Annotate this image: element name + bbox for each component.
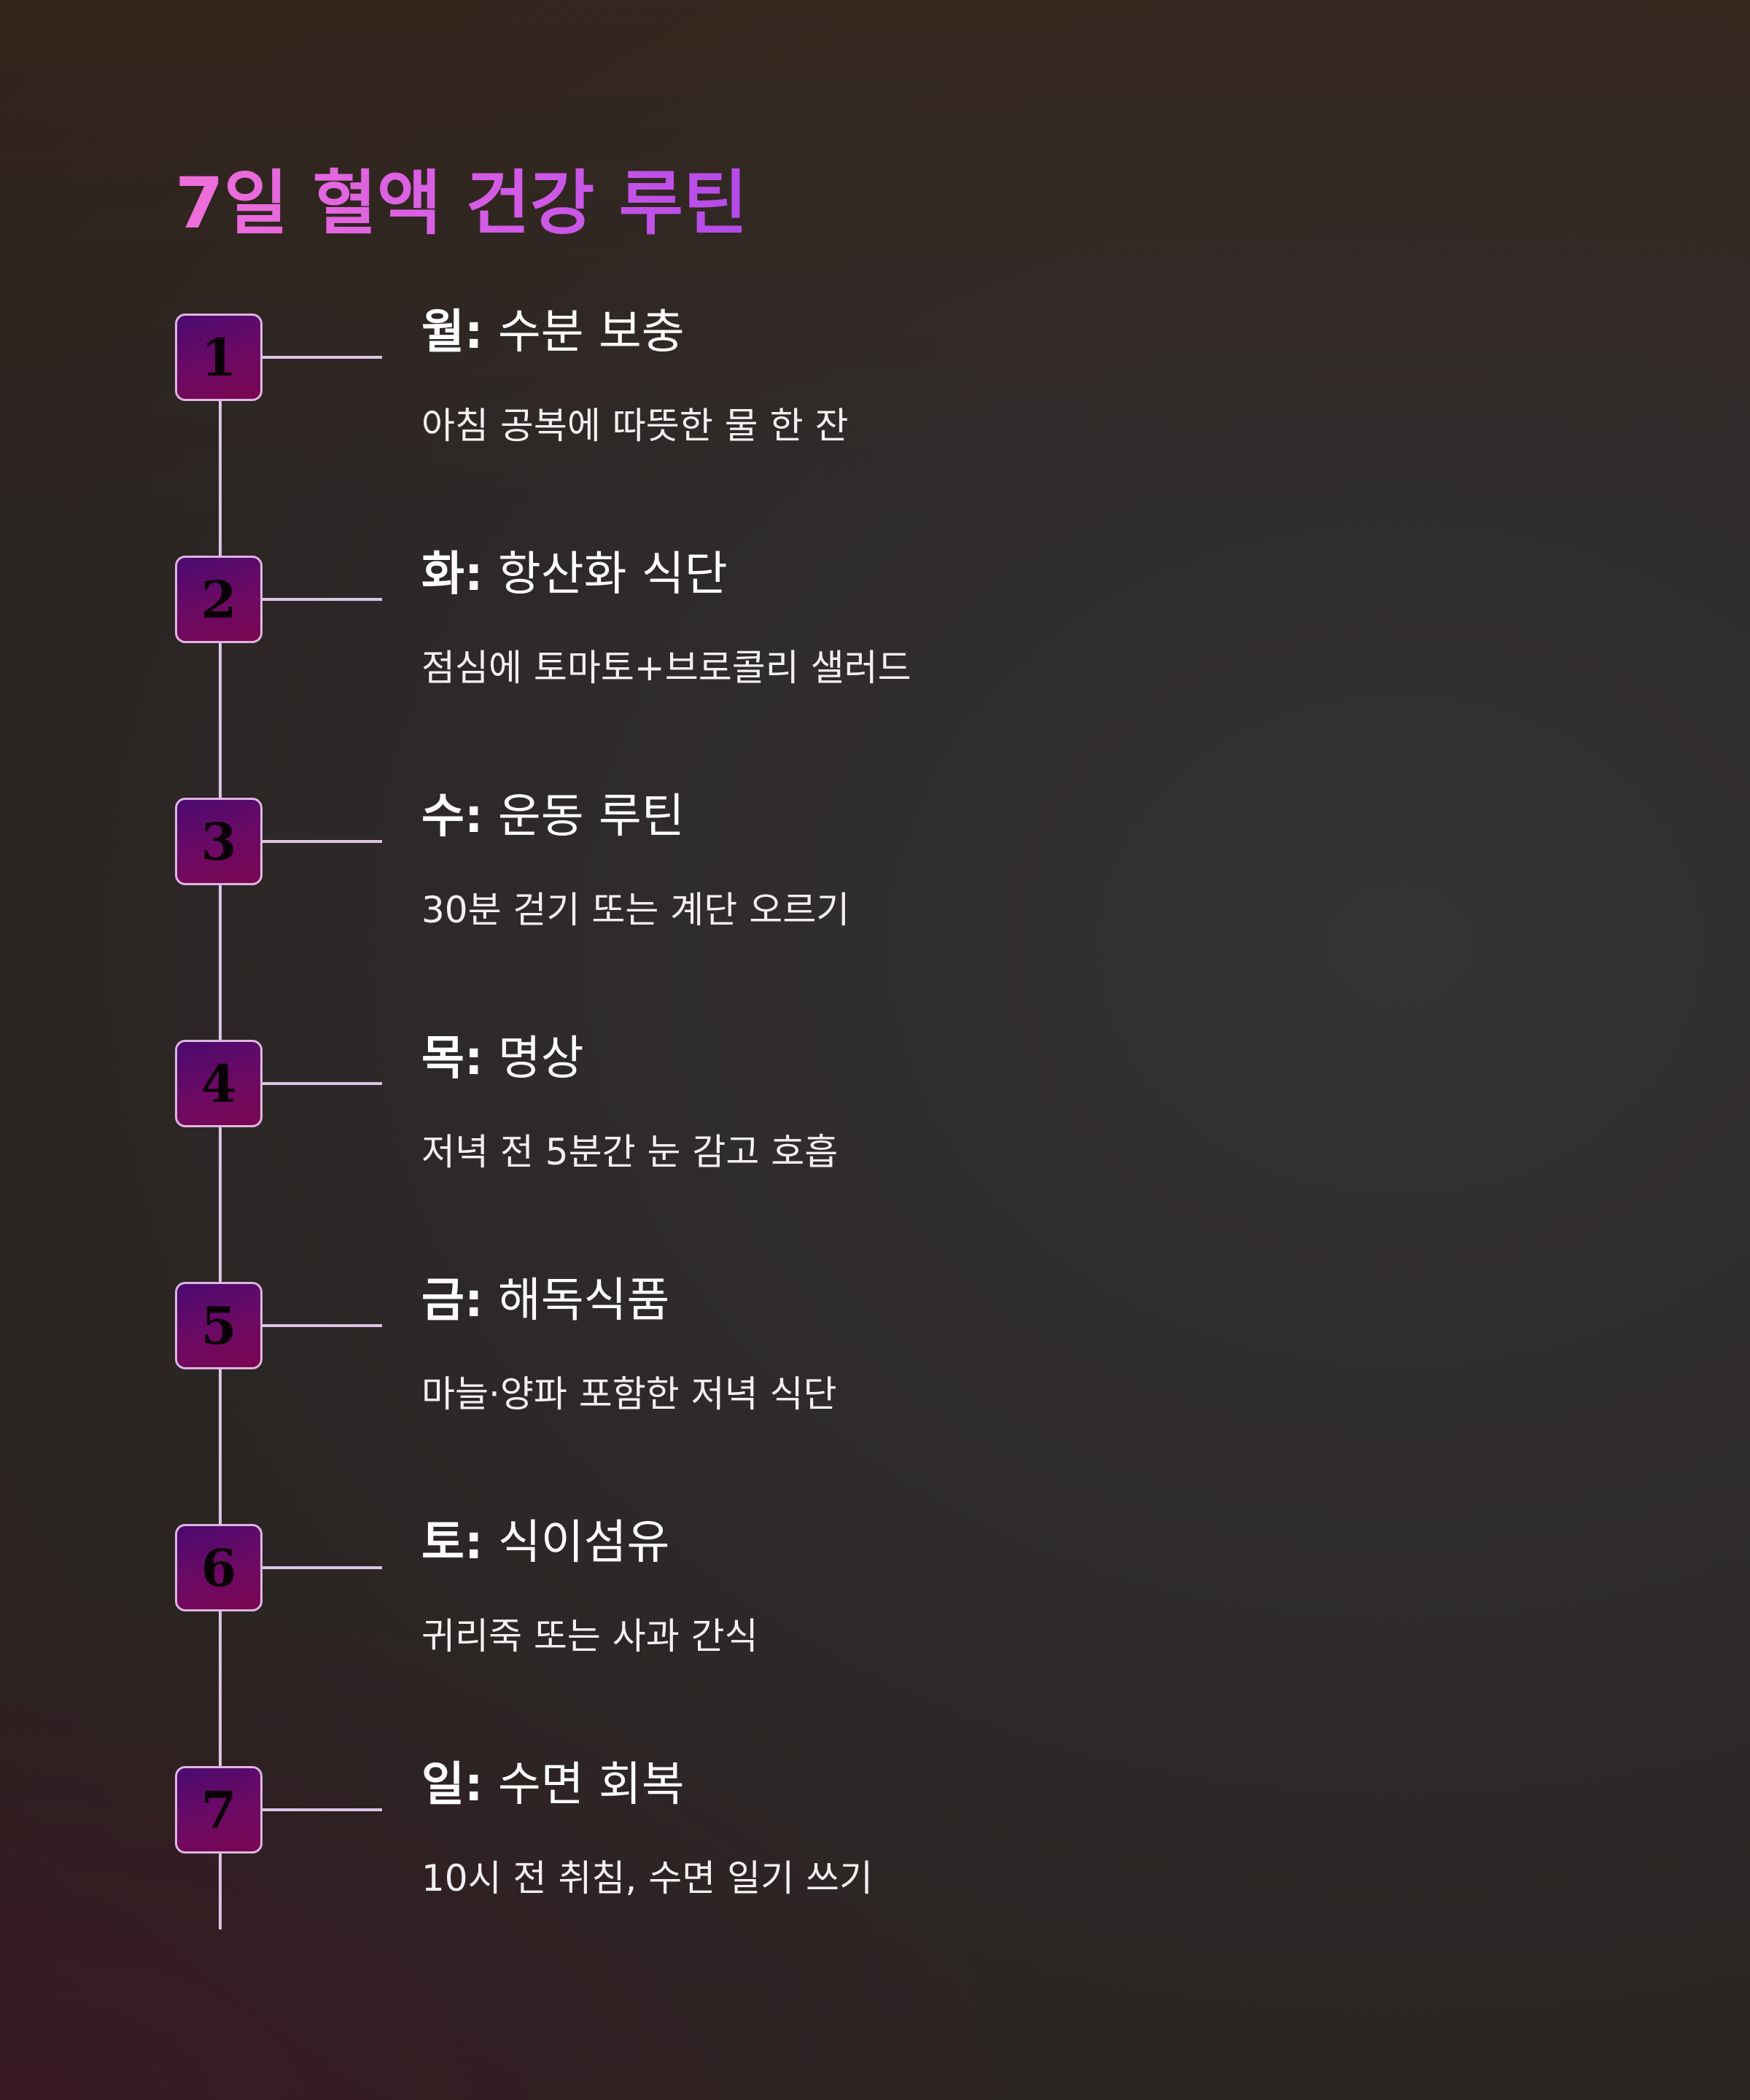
step-heading: 수면 회복 [497,1758,685,1812]
step-day: 일: [421,1758,483,1812]
step-day: 토: [421,1516,483,1570]
step-heading: 식이섬유 [497,1516,670,1570]
step-number-badge: 5 [175,1282,262,1369]
timeline-line [219,357,222,1929]
timeline-step-4: 4 목: 명상 저녁 전 5분간 눈 감고 호흡 [0,1032,1750,1215]
step-number-badge: 7 [175,1766,262,1854]
step-connector [262,1566,382,1569]
timeline-step-2: 2 화: 항산화 식단 점심에 토마토+브로콜리 샐러드 [0,548,1750,731]
step-day: 목: [421,1032,483,1086]
page-title: 7일 혈액 건강 루틴 [175,162,747,246]
step-description: 아침 공복에 따뜻한 물 한 잔 [421,405,849,447]
step-description: 점심에 토마토+브로콜리 샐러드 [421,647,911,689]
step-description: 10시 전 취침, 수면 일기 쓰기 [421,1857,873,1899]
step-description: 저녁 전 5분간 눈 감고 호흡 [421,1131,839,1173]
step-title: 금: 해독식품 [421,1273,669,1329]
step-title: 목: 명상 [421,1031,584,1087]
timeline-step-3: 3 수: 운동 루틴 30분 걷기 또는 계단 오르기 [0,790,1750,973]
step-heading: 수분 보충 [497,306,685,359]
step-description: 귀리죽 또는 사과 간식 [421,1615,758,1657]
step-title: 화: 항산화 식단 [421,547,728,603]
step-description: 마늘·양파 포함한 저녁 식단 [421,1373,837,1415]
step-title: 월: 수분 보충 [421,305,685,361]
timeline-step-6: 6 토: 식이섬유 귀리죽 또는 사과 간식 [0,1516,1750,1699]
step-title: 토: 식이섬유 [421,1515,669,1571]
step-number-badge: 6 [175,1524,262,1611]
step-day: 화: [421,548,483,602]
timeline-step-5: 5 금: 해독식품 마늘·양파 포함한 저녁 식단 [0,1274,1750,1457]
step-day: 월: [421,306,483,359]
step-connector [262,598,382,601]
timeline-step-7: 7 일: 수면 회복 10시 전 취침, 수면 일기 쓰기 [0,1758,1750,1941]
step-number-badge: 4 [175,1040,262,1127]
step-title: 수: 운동 루틴 [421,789,685,845]
step-number-badge: 1 [175,314,262,401]
step-heading: 항산화 식단 [497,548,728,602]
step-heading: 명상 [497,1032,584,1086]
step-number-badge: 2 [175,556,262,643]
step-connector [262,1082,382,1085]
step-number-badge: 3 [175,798,262,885]
step-heading: 운동 루틴 [497,790,685,844]
step-connector [262,840,382,843]
step-connector [262,1808,382,1811]
step-connector [262,356,382,359]
step-day: 금: [421,1274,483,1328]
timeline-step-1: 1 월: 수분 보충 아침 공복에 따뜻한 물 한 잔 [0,306,1750,489]
step-heading: 해독식품 [497,1274,670,1328]
step-connector [262,1324,382,1327]
step-description: 30분 걷기 또는 계단 오르기 [421,889,850,931]
step-title: 일: 수면 회복 [421,1757,685,1813]
step-day: 수: [421,790,483,844]
